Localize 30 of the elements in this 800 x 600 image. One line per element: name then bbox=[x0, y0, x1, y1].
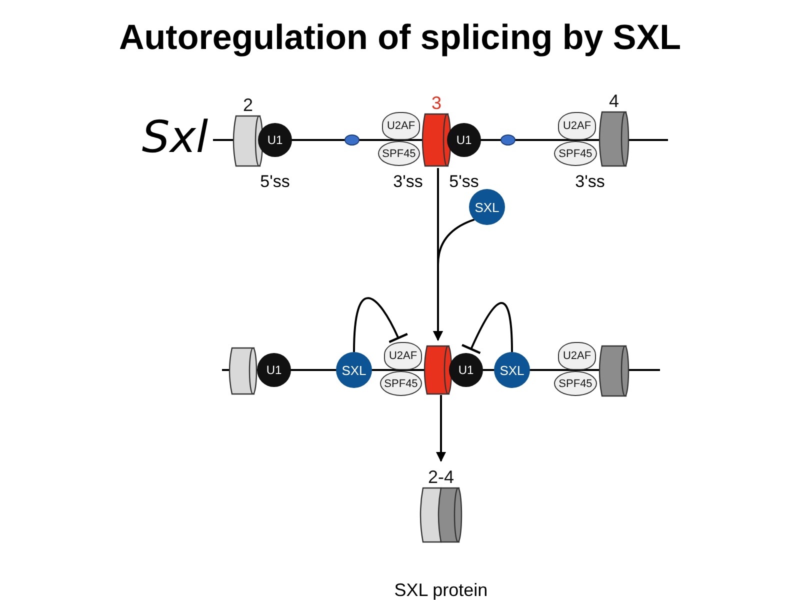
protein-circle: SXL bbox=[336, 352, 372, 388]
snrnp-circle: U1 bbox=[449, 353, 483, 387]
protein-circle: SXL bbox=[494, 352, 530, 388]
splice-site-label: 3'ss bbox=[574, 172, 606, 192]
protein-blob: SPF45 bbox=[380, 371, 422, 396]
diagram-title: Autoregulation of splicing by SXL bbox=[118, 18, 682, 58]
exon-number: 2-4 bbox=[426, 468, 455, 487]
splice-site-label: 5'ss bbox=[448, 172, 480, 192]
protein-blob: U2AF bbox=[382, 112, 420, 140]
protein-blob: SPF45 bbox=[554, 371, 597, 396]
arrow bbox=[436, 395, 446, 462]
snrnp-circle: U1 bbox=[258, 123, 292, 157]
protein-blob: SPF45 bbox=[378, 141, 420, 166]
protein-blob: SPF45 bbox=[554, 141, 597, 166]
inhibition-line bbox=[460, 302, 513, 354]
protein-blob: U2AF bbox=[558, 112, 596, 140]
splice-site-label: 3'ss bbox=[392, 172, 424, 192]
snrnp-circle: U1 bbox=[257, 353, 291, 387]
protein-blob: U2AF bbox=[384, 342, 422, 370]
snrnp-circle: U1 bbox=[447, 123, 481, 157]
splice-site-label: 5'ss bbox=[259, 172, 291, 192]
gene-name: Sxl bbox=[140, 112, 210, 163]
exon-number: 3 bbox=[430, 94, 442, 113]
inhibition-line bbox=[353, 297, 408, 352]
protein-blob: U2AF bbox=[558, 342, 596, 370]
node-label: SXL protein bbox=[393, 580, 489, 600]
exon-number: 2 bbox=[242, 96, 254, 115]
exon-number: 4 bbox=[608, 92, 620, 111]
protein-circle: SXL bbox=[469, 189, 505, 225]
arrow bbox=[433, 218, 475, 341]
